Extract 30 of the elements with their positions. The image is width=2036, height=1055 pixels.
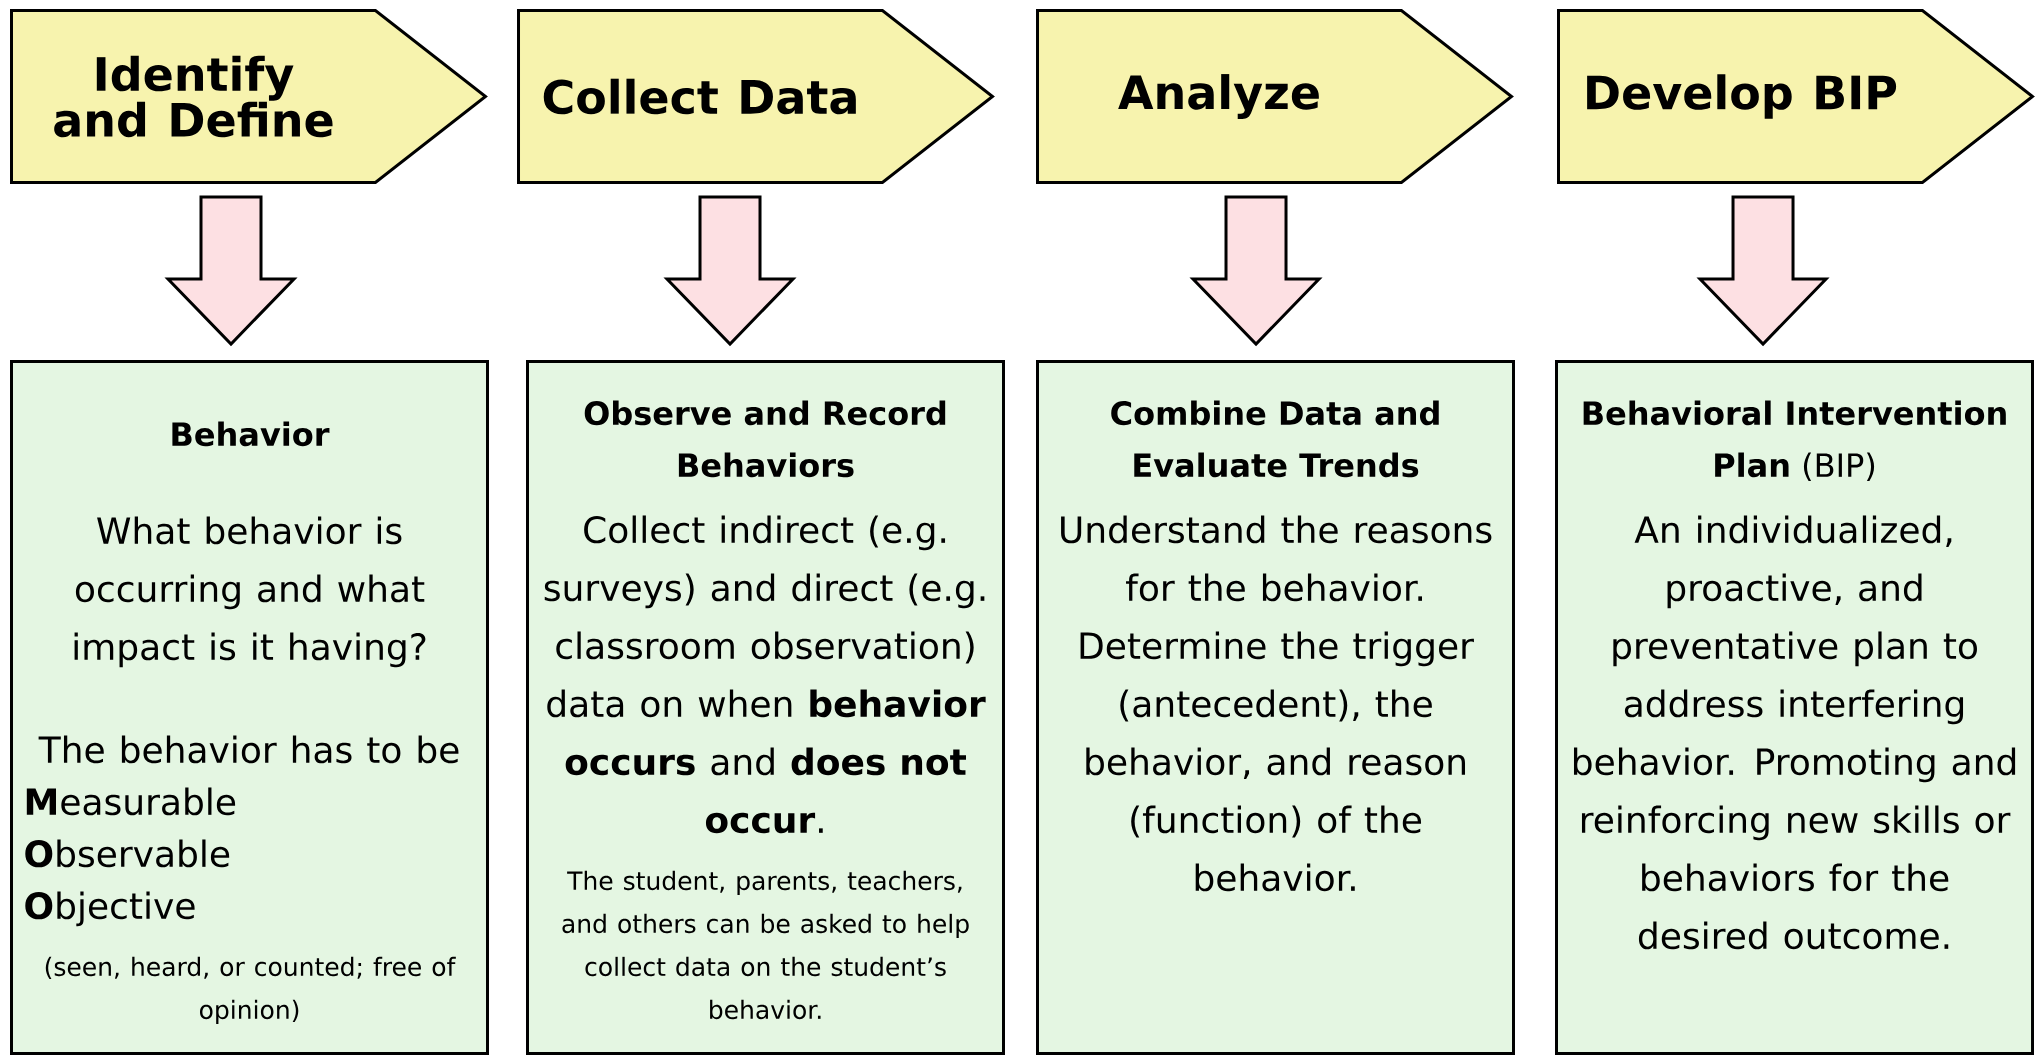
body-text: Collect indirect (e.g. surveys) and direct (e.g. classroom observation) data on when behavior occurs and does not occur.	[544, 515, 986, 834]
text-panel	[526, 360, 1005, 1055]
text-panel	[1555, 360, 2035, 1055]
block-arrow	[663, 195, 797, 347]
heading: Combine Data and Evaluate Trends	[1111, 400, 1439, 478]
block-arrow	[1189, 195, 1323, 347]
heading: Observe and Record Behaviors	[584, 400, 946, 478]
banner-title: Develop BIP	[1587, 74, 1897, 119]
banner-title: Collect Data	[543, 78, 856, 115]
block-arrow	[164, 195, 298, 347]
block-arrow	[1696, 195, 1830, 347]
pentagon-banner	[517, 9, 995, 184]
body-text: Observable	[25, 839, 230, 868]
pentagon-banner	[1557, 9, 2035, 184]
note-text: The student, parents, teachers, and others can be asked to help collect data on the student’s behavior.	[562, 870, 969, 1020]
note-text: (seen, heard, or counted; free of opinion)	[45, 956, 456, 1025]
body-text: The behavior has to be	[38, 735, 459, 764]
heading: Behavior	[172, 421, 330, 447]
body-text: Understand the reasons for the behavior. Determine the trigger (antecedent), the behavior, and reason (function) of the behavior.	[1061, 515, 1492, 892]
text-panel	[10, 360, 489, 1055]
body-text: Measurable	[26, 787, 236, 816]
body-text: What behavior is occurring and what impact is it having?	[74, 516, 426, 668]
body-text: Objective	[25, 891, 195, 927]
pentagon-banner	[1036, 9, 1514, 184]
heading: Behavioral Intervention Plan (BIP)	[1583, 400, 2006, 482]
banner-title: Analyze	[1118, 74, 1319, 119]
body-text: An individualized, proactive, and preventative plan to address interfering behavior. Promoting and reinforcing new skills or behaviors for the desired outcome.	[1574, 515, 2016, 950]
text-panel	[1036, 360, 1515, 1055]
pentagon-banner	[10, 9, 488, 184]
banner-title: Identify and Define	[54, 55, 333, 138]
